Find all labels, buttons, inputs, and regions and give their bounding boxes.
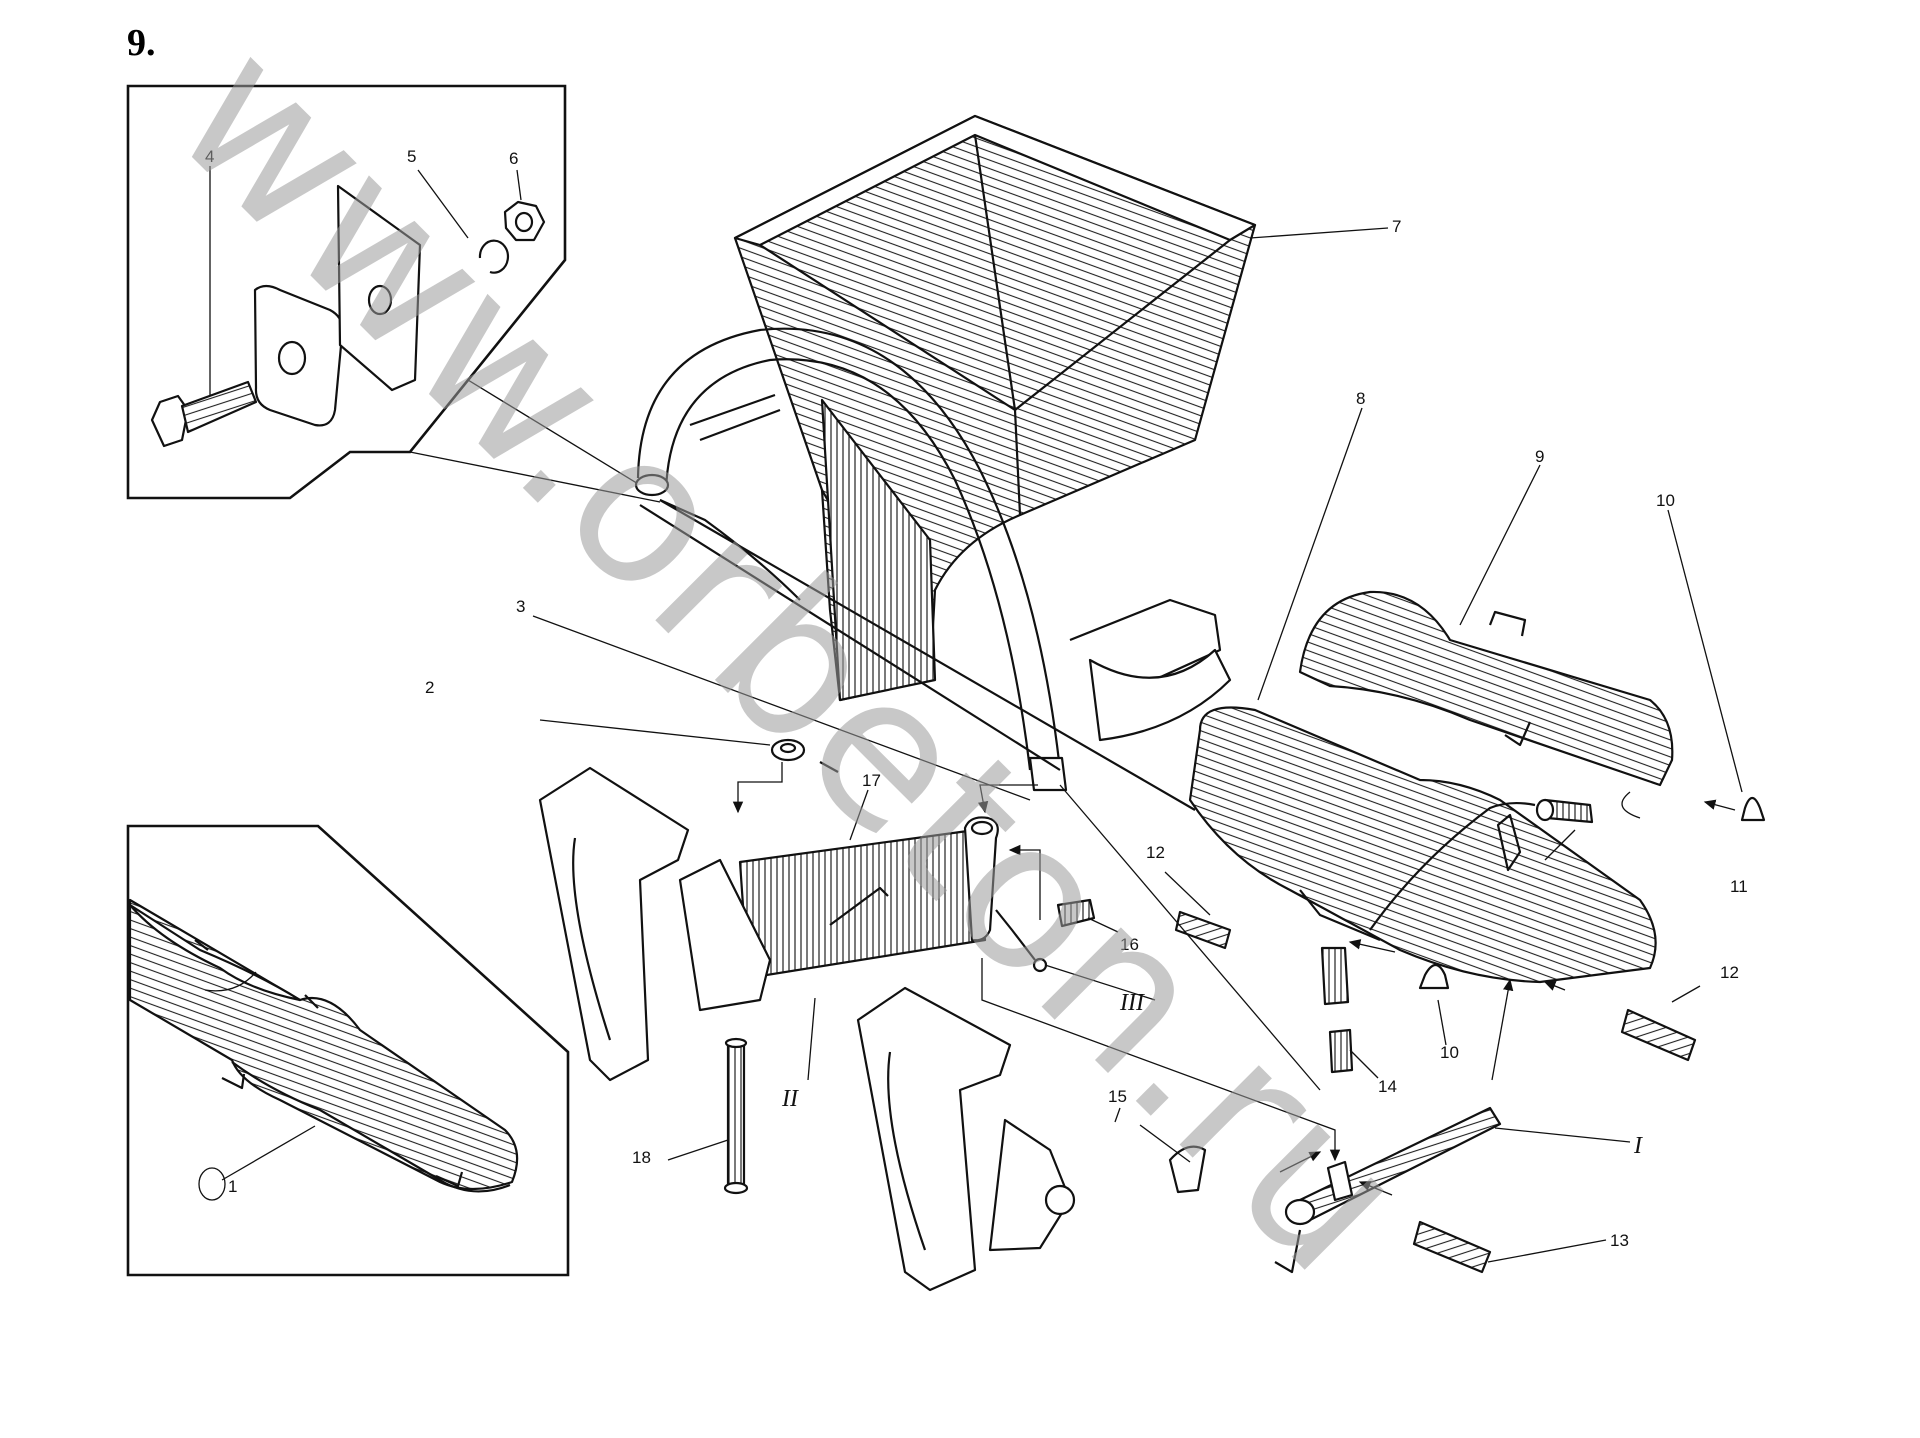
part-label: 18 [632, 1148, 651, 1167]
part-label: 17 [862, 771, 881, 790]
part-label: 6 [509, 149, 518, 168]
arched-frame-icon [634, 327, 1068, 792]
square-washer-icon [253, 284, 344, 427]
part-label: 2 [425, 678, 434, 697]
part-label: 12 [1146, 843, 1165, 862]
view-label: I [1633, 1133, 1643, 1159]
part-label: 10 [1656, 491, 1675, 510]
bushing-icon [1320, 946, 1350, 1006]
part-label: 12 [1720, 963, 1739, 982]
spring-icon [1056, 898, 1096, 928]
part-label: 1 [228, 1177, 237, 1196]
clip-icon [1168, 1145, 1207, 1194]
part-label: 7 [1392, 217, 1401, 236]
clip-icon [1418, 963, 1450, 990]
backing-plate-icon [336, 184, 422, 392]
part-label: 14 [1378, 1077, 1397, 1096]
base-frame-icon [639, 393, 1232, 811]
part-label: 3 [516, 597, 525, 616]
figure-number: 9. [127, 22, 156, 64]
part-label: 8 [1356, 389, 1365, 408]
nut-icon [503, 200, 546, 242]
bolt-icon [150, 380, 258, 448]
part-label: 9 [1535, 447, 1544, 466]
shaft-icon [1274, 1106, 1502, 1274]
view-label: II [781, 1086, 799, 1112]
clip-icon [1740, 796, 1766, 822]
top-cover-icon [1298, 590, 1674, 787]
inset-trough [126, 824, 570, 1277]
pin-icon [1174, 910, 1232, 950]
gate-plate-icon [738, 816, 1048, 980]
part-label: 13 [1610, 1231, 1629, 1250]
view-label: III [1119, 990, 1145, 1016]
pin-icon [1412, 1220, 1492, 1274]
part-label: 16 [1120, 935, 1139, 954]
pin-icon [1620, 1008, 1697, 1062]
discharge-trough-icon [1188, 706, 1657, 984]
inset-fasteners [126, 84, 567, 500]
right-support-icon [856, 986, 1076, 1292]
pin-icon [723, 1037, 749, 1195]
part-label: 15 [1108, 1087, 1127, 1106]
part-label: 4 [205, 147, 214, 166]
part-label: 5 [407, 147, 416, 166]
part-label: 11 [1730, 877, 1748, 896]
left-support-icon [538, 766, 772, 1082]
nut-icon [770, 738, 839, 773]
hopper-icon [733, 114, 1257, 702]
lock-washer-icon [478, 239, 510, 274]
part-label: 10 [1440, 1043, 1459, 1062]
